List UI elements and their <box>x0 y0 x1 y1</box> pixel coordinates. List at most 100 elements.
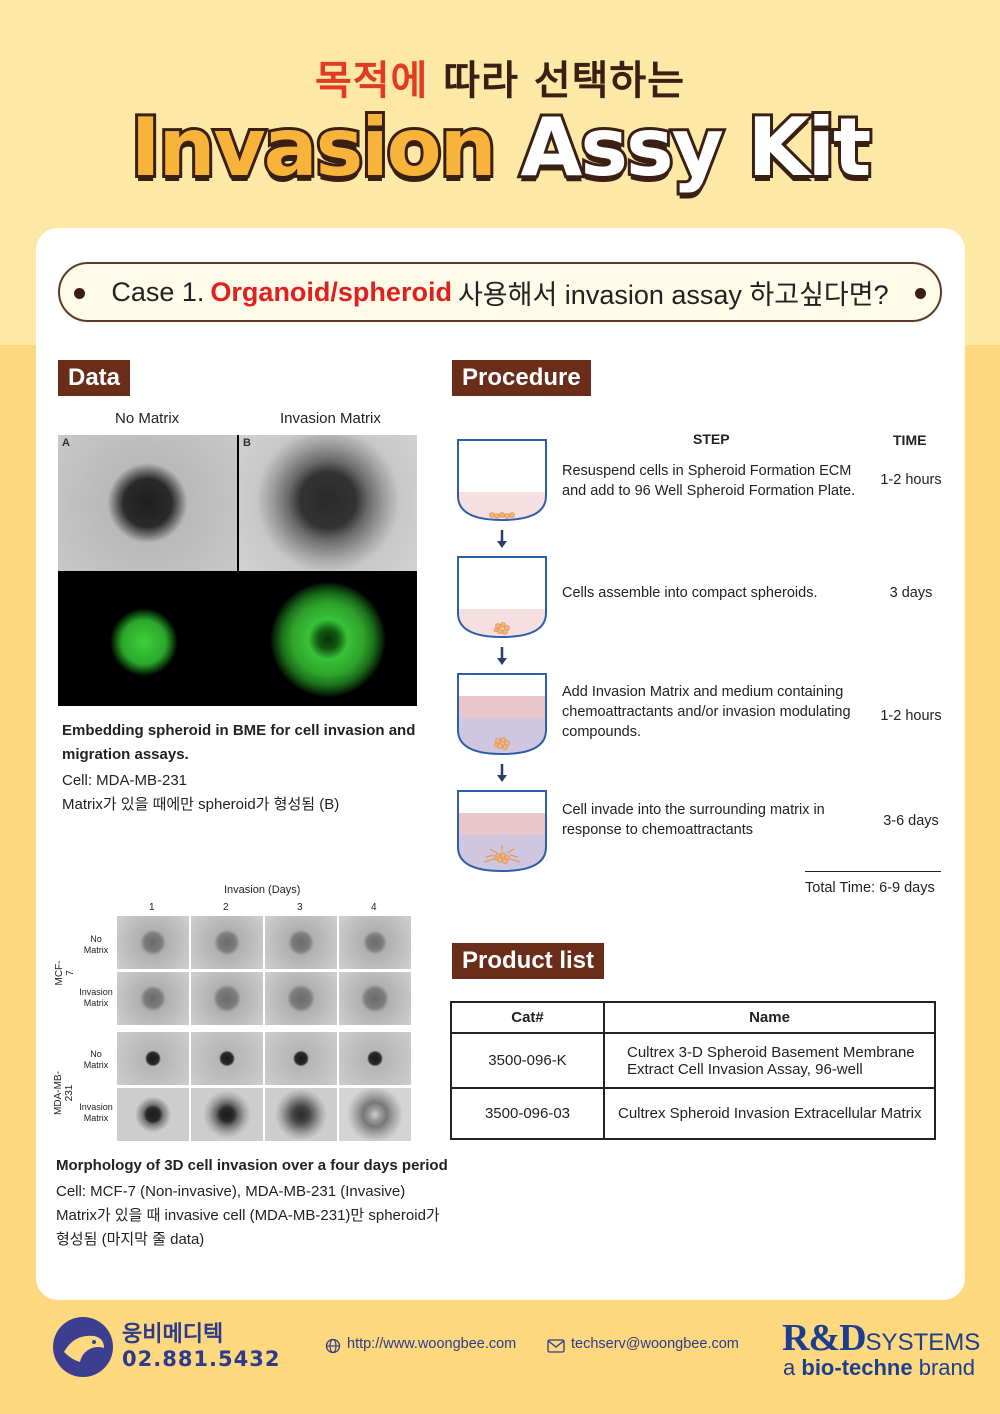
arrow-down-icon <box>497 541 507 548</box>
product-table: Cat# Name 3500-096-K Cultrex 3-D Spheroi… <box>450 1000 936 1140</box>
company-name: 웅비메디텍 <box>122 1322 224 1347</box>
time-header: TIME <box>893 432 927 448</box>
step-1-text: Resuspend cells in Spheroid Formation EC… <box>562 463 856 499</box>
step-2-text: Cells assemble into compact spheroids. <box>562 585 818 601</box>
step-3-time: 1-2 hours <box>880 708 942 724</box>
caption2-title: Morphology of 3D cell invasion over a fo… <box>56 1157 448 1174</box>
micrograph-tile <box>339 1088 411 1141</box>
figure1-caption: Embedding spheroid in BME for cell invas… <box>62 719 422 817</box>
caption1-title: Embedding spheroid in BME for cell invas… <box>62 722 416 763</box>
cell-line-label: MCF-7 <box>54 960 76 986</box>
page-title: Invasion Assy Kit <box>0 98 1000 197</box>
day-label: 2 <box>223 902 229 913</box>
cat-number: 3500-096-03 <box>450 1087 605 1140</box>
table-row: 3500-096-03 Cultrex Spheroid Invasion Ex… <box>450 1087 936 1140</box>
arrow-down-icon <box>497 658 507 665</box>
email-link[interactable]: techserv@woongbee.com <box>571 1336 739 1352</box>
data-section-label: Data <box>58 360 131 396</box>
case-highlight: Organoid/spheroid <box>210 276 452 307</box>
day-label: 1 <box>149 902 155 913</box>
title-part2: Assy Kit <box>517 98 874 197</box>
cell-line-label: MDA-MB-231 <box>53 1071 75 1115</box>
brightfield-invasion-matrix: B <box>239 435 417 571</box>
subtitle-text: 따라 선택하는 <box>443 58 686 104</box>
micrograph-tile <box>117 972 189 1025</box>
case-prefix: Case 1. <box>111 276 205 307</box>
table-row: 3500-096-K Cultrex 3-D Spheroid Basement… <box>450 1032 936 1090</box>
case-banner: Case 1. Organoid/spheroid 사용해서 invasion … <box>58 262 942 322</box>
spheroid-micrograph: A B <box>58 435 417 706</box>
invasion-time-course-figure: Invasion (Days) 1 2 3 4 MCF-7 MDA-MB-231… <box>53 884 416 1144</box>
caption2-line3: 형성됨 (마지막 줄 data) <box>56 1231 205 1248</box>
subtitle-highlight: 목적에 <box>314 58 429 104</box>
procedure-flow-diagram <box>457 439 547 873</box>
fluorescence-invasion-matrix <box>239 573 417 706</box>
micrograph-tile <box>117 1088 189 1141</box>
panel-label-b: B <box>243 437 251 449</box>
caption1-line1: Cell: MDA-MB-231 <box>62 772 188 789</box>
step-header: STEP <box>693 431 730 447</box>
company-phone: 02.881.5432 <box>122 1347 281 1371</box>
globe-icon <box>325 1338 341 1354</box>
well-step1 <box>457 439 547 522</box>
figure2-caption: Morphology of 3D cell invasion over a fo… <box>56 1154 456 1252</box>
micrograph-tile <box>339 916 411 969</box>
caption2-line1: Cell: MCF-7 (Non-invasive), MDA-MB-231 (… <box>56 1183 406 1200</box>
caption1-line2: Matrix가 있을 때에만 spheroid가 형성됨 (B) <box>62 796 340 813</box>
panel-label-a: A <box>62 437 70 449</box>
well-step4 <box>457 790 547 873</box>
divider <box>117 1027 413 1030</box>
micrograph-tile <box>191 1032 263 1085</box>
biotechne-tagline: a bio-techne brand <box>783 1355 976 1380</box>
step-4-time: 3-6 days <box>883 813 939 829</box>
brightfield-no-matrix: A <box>58 435 237 571</box>
step-1-time: 1-2 hours <box>880 472 942 488</box>
day-label: 4 <box>371 902 377 913</box>
micrograph-tile <box>339 972 411 1025</box>
total-time: Total Time: 6-9 days <box>805 880 935 896</box>
woongbee-logo <box>53 1317 113 1377</box>
page-subtitle: 목적에 따라 선택하는 <box>0 48 1000 106</box>
bullet-dot <box>74 288 85 299</box>
well-step2 <box>457 556 547 639</box>
column-header-name: Name <box>603 1000 936 1035</box>
rnd-systems-logo: R&DSYSTEMS <box>782 1317 981 1359</box>
micrograph-tile <box>191 916 263 969</box>
micrograph-tile <box>339 1032 411 1085</box>
micrograph-tile <box>191 972 263 1025</box>
cat-number: 3500-096-K <box>450 1032 605 1090</box>
fig2-title: Invasion (Days) <box>224 884 301 896</box>
fig1-col-left-label: No Matrix <box>115 410 180 427</box>
website-link[interactable]: http://www.woongbee.com <box>347 1336 517 1352</box>
step-4-text: Cell invade into the surrounding matrix … <box>562 802 825 838</box>
micrograph-tile <box>117 1032 189 1085</box>
product-list-label: Product list <box>452 943 605 979</box>
step-2-time: 3 days <box>889 585 933 601</box>
arrow-down-icon <box>497 775 507 782</box>
fluorescence-no-matrix <box>58 573 237 706</box>
mail-icon <box>547 1339 565 1353</box>
fig1-col-right-label: Invasion Matrix <box>280 410 381 427</box>
case-suffix: 사용해서 invasion assay 하고싶다면? <box>457 279 889 310</box>
micrograph-tile <box>191 1088 263 1141</box>
bullet-dot <box>915 288 926 299</box>
well-step3 <box>457 673 547 756</box>
title-part1: Invasion <box>128 98 500 197</box>
micrograph-tile <box>117 916 189 969</box>
micrograph-tile <box>265 1032 337 1085</box>
step-3-text: Add Invasion Matrix and medium containin… <box>562 684 851 740</box>
procedure-section-label: Procedure <box>452 360 591 396</box>
total-divider <box>805 871 941 872</box>
product-name: Cultrex Spheroid Invasion Extracellular … <box>603 1087 936 1140</box>
micrograph-tile <box>265 972 337 1025</box>
day-label: 3 <box>297 902 303 913</box>
column-header-cat: Cat# <box>450 1000 605 1035</box>
caption2-line2: Matrix가 있을 때 invasive cell (MDA-MB-231)만… <box>56 1207 440 1224</box>
micrograph-tile <box>265 1088 337 1141</box>
micrograph-tile <box>265 916 337 969</box>
